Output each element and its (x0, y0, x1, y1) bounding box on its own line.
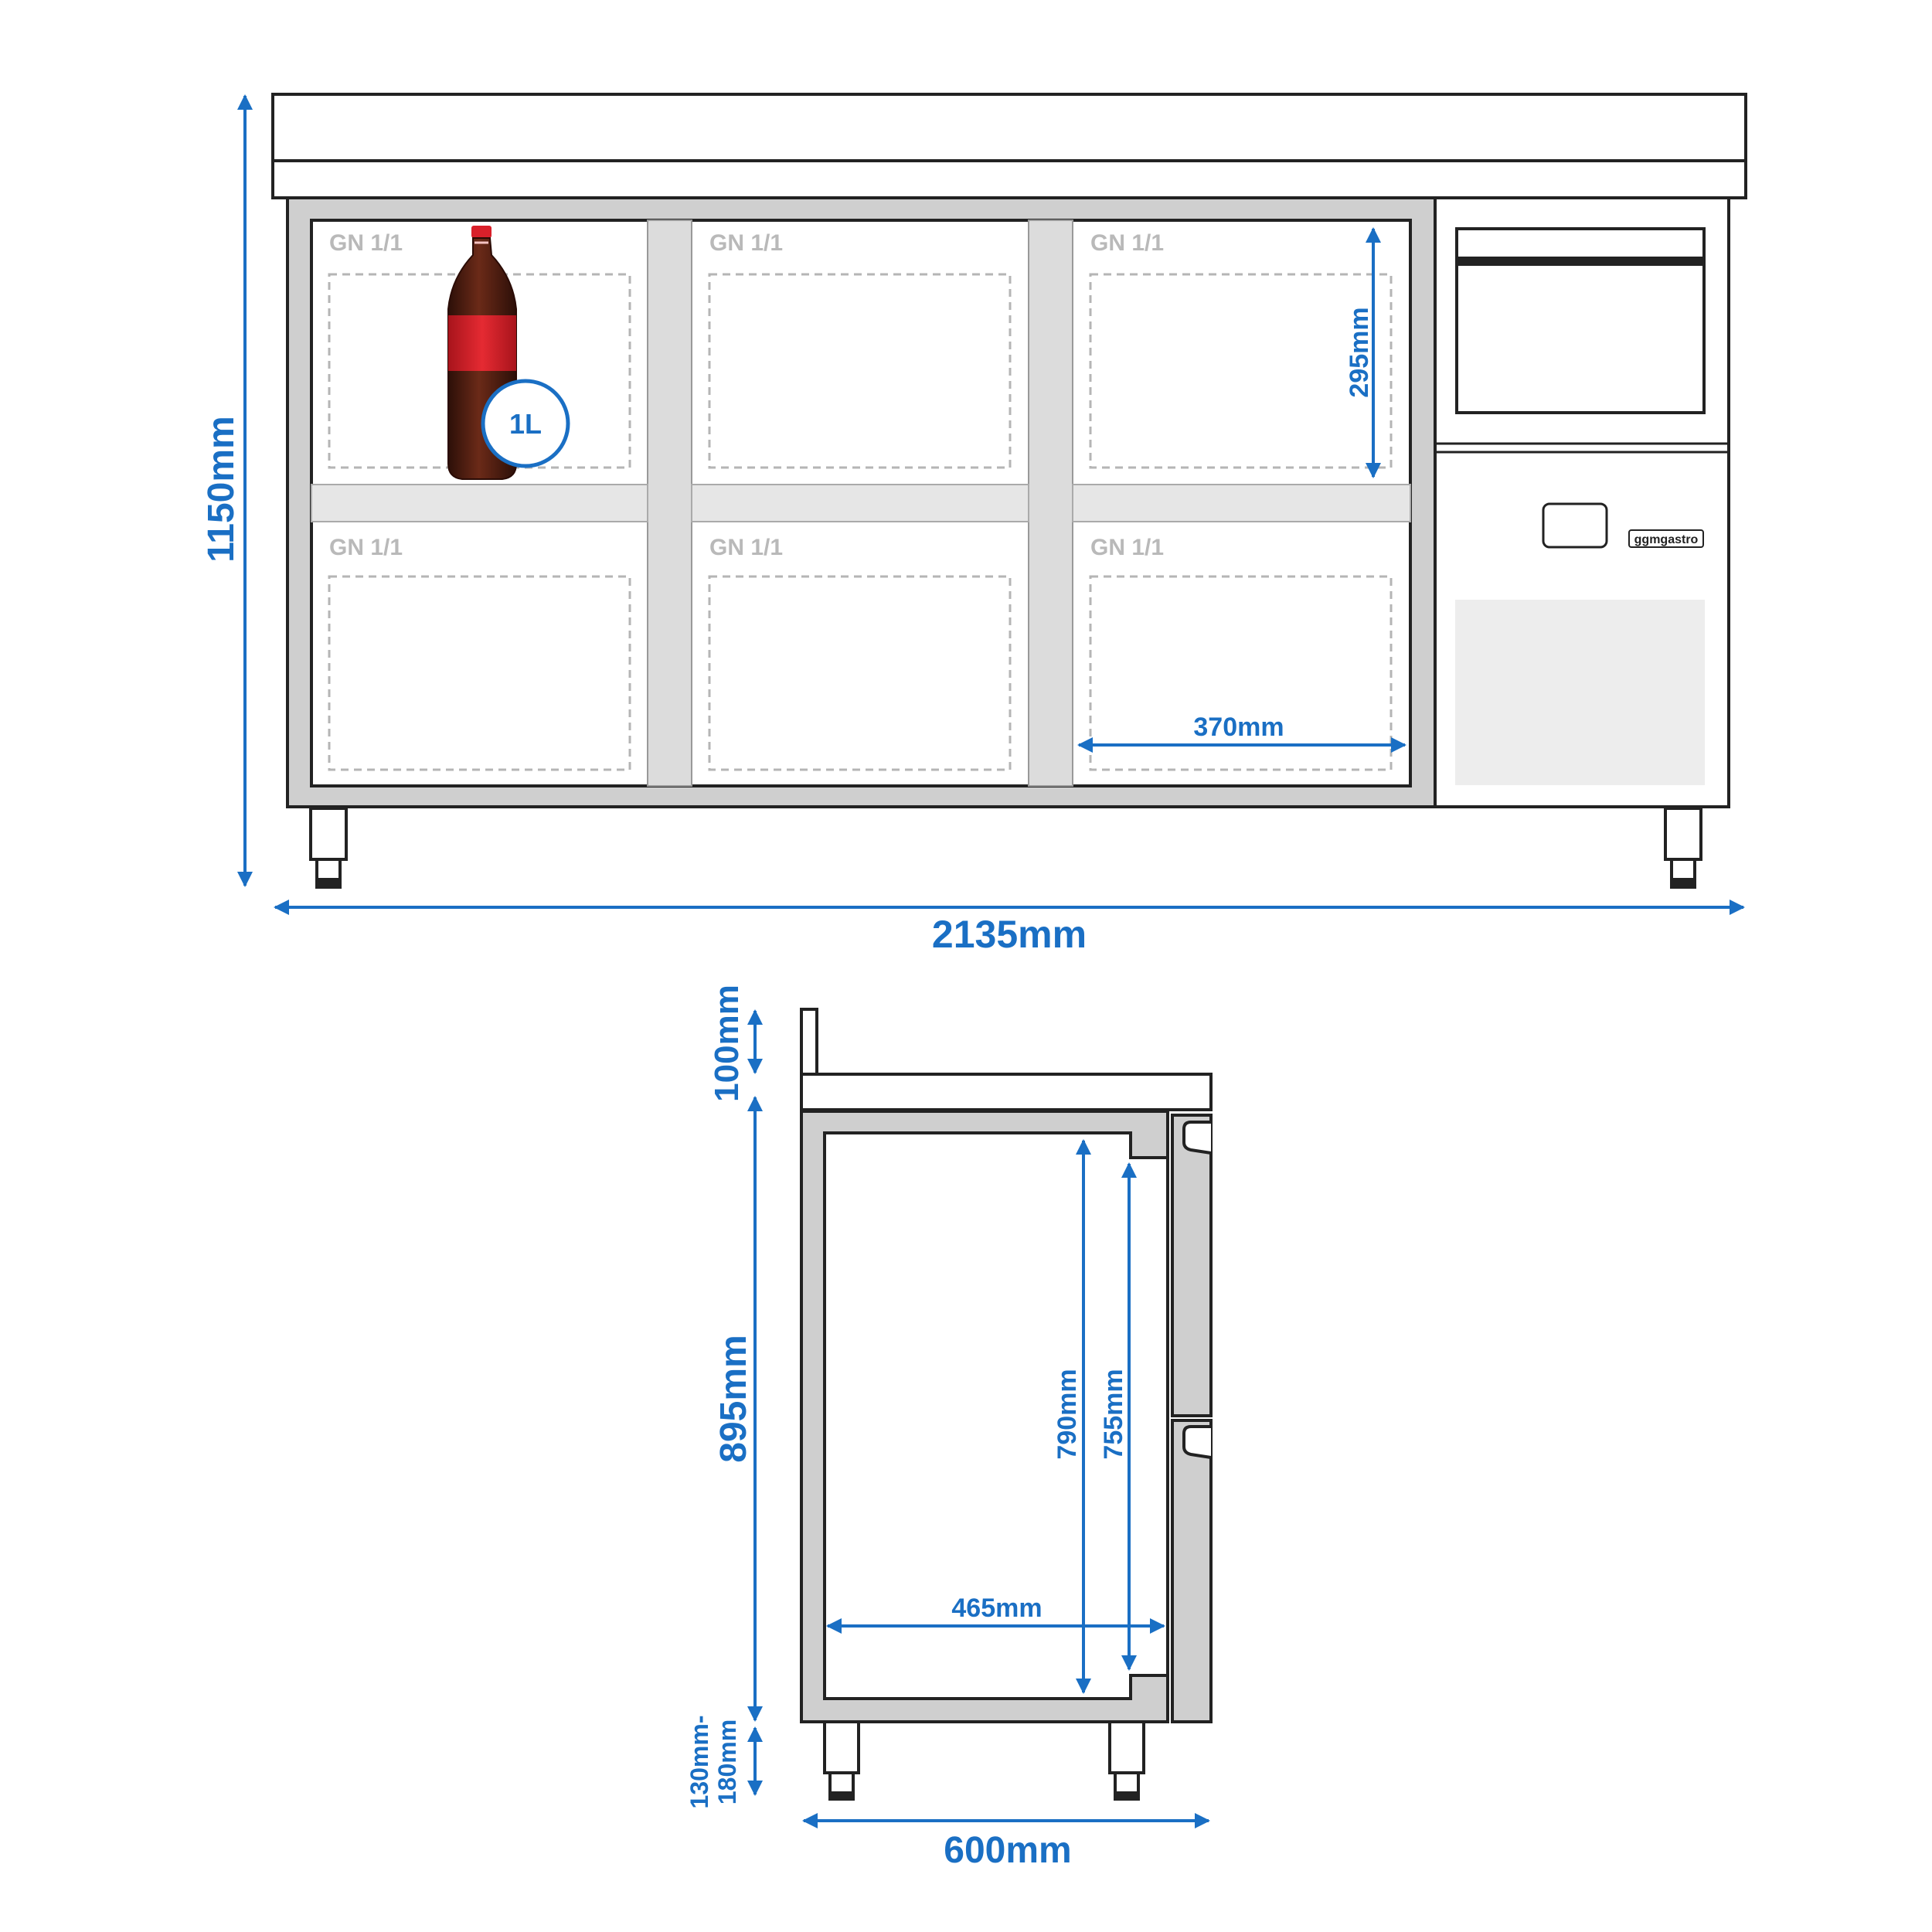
hopper-lid-bar (1457, 257, 1704, 266)
brand-plate (1628, 529, 1704, 548)
interior-height-inner-label: 755mm (1099, 1369, 1128, 1459)
interior-height-outer-label: 790mm (1053, 1369, 1082, 1459)
door-handle (1182, 1425, 1212, 1459)
side-view: 100mm 895mm 130mm- 180mm 790mm 755mm 465… (685, 985, 1213, 1871)
worktop-backsplash (271, 93, 1747, 164)
leg (309, 807, 348, 861)
backsplash-height-label: 100mm (708, 985, 746, 1102)
worktop (271, 159, 1747, 199)
body-height-label: 895mm (713, 1335, 754, 1462)
leg-height-label: 130mm- (685, 1716, 713, 1809)
door-lower (1171, 1419, 1213, 1723)
gn-label: GN 1/1 (329, 230, 403, 256)
bottle-volume-label: 1L (509, 408, 542, 440)
front-view: GN 1/1 GN 1/1 GN 1/1 GN 1/1 GN 1/1 GN 1/… (201, 93, 1747, 956)
ventilation-grille (1455, 600, 1705, 785)
total-width-label: 2135mm (932, 913, 1087, 956)
vertical-divider (647, 219, 692, 787)
shelf (1072, 484, 1411, 522)
leg-foot-base (830, 1791, 853, 1799)
brand-label: ggmgastro (1634, 533, 1699, 546)
side-backsplash (800, 1008, 818, 1077)
gn-container (1089, 273, 1393, 469)
total-depth-label: 600mm (944, 1830, 1071, 1871)
leg-foot-base (1672, 878, 1695, 887)
gn-container (328, 575, 631, 771)
gn-container (1089, 575, 1393, 771)
gn-label: GN 1/1 (1090, 230, 1164, 256)
total-height-label: 1150mm (201, 416, 242, 563)
compartment-width-label: 370mm (1193, 713, 1284, 742)
leg (1108, 1720, 1145, 1774)
gn-label: GN 1/1 (709, 230, 783, 256)
door-handle (1182, 1121, 1212, 1155)
volume-badge (481, 379, 570, 468)
vertical-divider (1028, 219, 1073, 787)
compartment-height-label: 295mm (1345, 307, 1374, 397)
gn-label: GN 1/1 (329, 535, 403, 560)
gn-label: GN 1/1 (709, 535, 783, 560)
gn-container (708, 273, 1012, 469)
leg (1664, 807, 1702, 861)
leg (823, 1720, 860, 1774)
side-worktop (800, 1073, 1213, 1111)
leg-foot-base (1115, 1791, 1138, 1799)
interior-depth-label: 465mm (951, 1594, 1042, 1623)
gn-container (708, 575, 1012, 771)
shelf (691, 484, 1029, 522)
front-legs (309, 807, 1702, 889)
gn-label: GN 1/1 (1090, 535, 1164, 560)
shelf (311, 484, 648, 522)
ice-maker-hopper (1455, 227, 1706, 414)
door-upper (1171, 1114, 1213, 1417)
control-display (1542, 502, 1608, 549)
leg-height-label: 180mm (713, 1719, 741, 1804)
gn-containers (328, 273, 1393, 771)
leg-foot-base (317, 878, 340, 887)
